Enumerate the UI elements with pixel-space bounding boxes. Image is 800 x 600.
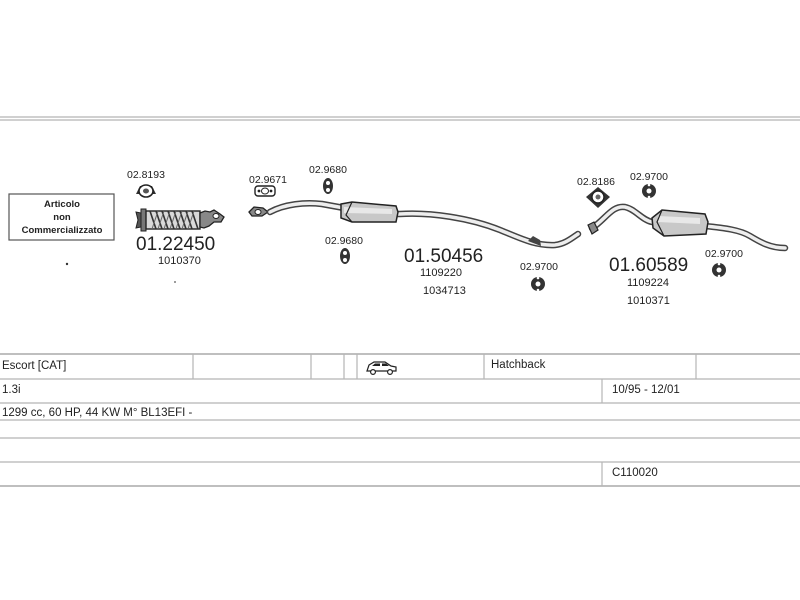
notice-line-2: non <box>53 212 71 223</box>
clamp-front-label: 02.8193 <box>127 169 165 181</box>
mount-e-icon[interactable] <box>712 262 726 278</box>
mount-c-icon[interactable] <box>531 276 545 292</box>
rear-silencer-oe-2: 1010371 <box>627 295 670 307</box>
mount-b-label: 02.9680 <box>325 235 363 247</box>
center-silencer-number: 01.50456 <box>404 246 483 267</box>
front-pipe-icon[interactable] <box>135 208 225 232</box>
mount-c-label: 02.9700 <box>520 261 558 273</box>
vehicle-info-table <box>0 353 800 487</box>
notice-line-3: Commercializzato <box>22 225 103 236</box>
vehicle-model: Escort [CAT] <box>2 360 66 372</box>
speck <box>65 262 69 266</box>
rear-silencer-icon[interactable] <box>587 203 789 252</box>
mount-d-icon[interactable] <box>642 183 656 199</box>
vehicle-spec: 1299 cc, 60 HP, 44 KW M° BL13EFI - <box>2 407 193 419</box>
gasket-label: 02.9671 <box>249 174 287 186</box>
gasket-icon[interactable] <box>254 185 276 197</box>
front-pipe-oe: 1010370 <box>158 255 201 267</box>
not-commercialized-notice: Articolo non Commercializzato <box>8 193 115 241</box>
clamp-rear-label: 02.8186 <box>577 176 615 188</box>
speck <box>174 281 176 283</box>
center-pipe-icon[interactable] <box>248 200 582 249</box>
vehicle-years: 10/95 - 12/01 <box>612 384 680 396</box>
mount-e-label: 02.9700 <box>705 248 743 260</box>
mount-d-label: 02.9700 <box>630 171 668 183</box>
center-silencer-oe-1: 1109220 <box>420 267 462 279</box>
car-icon <box>366 361 397 376</box>
rear-silencer-number: 01.60589 <box>609 255 688 276</box>
vehicle-engine: 1.3i <box>2 384 21 396</box>
center-silencer-oe-2: 1034713 <box>423 285 466 297</box>
clamp-rear-icon[interactable] <box>586 187 610 208</box>
clamp-front-icon[interactable] <box>136 184 156 198</box>
notice-line-1: Articolo <box>44 199 80 210</box>
front-pipe-number: 01.22450 <box>136 234 215 255</box>
vehicle-body-type: Hatchback <box>491 359 546 371</box>
vehicle-code: C110020 <box>612 467 658 479</box>
rear-silencer-oe-1: 1109224 <box>627 277 669 289</box>
mount-a-label: 02.9680 <box>309 164 347 176</box>
mount-b-icon[interactable] <box>340 248 350 264</box>
mount-a-icon[interactable] <box>323 178 333 194</box>
